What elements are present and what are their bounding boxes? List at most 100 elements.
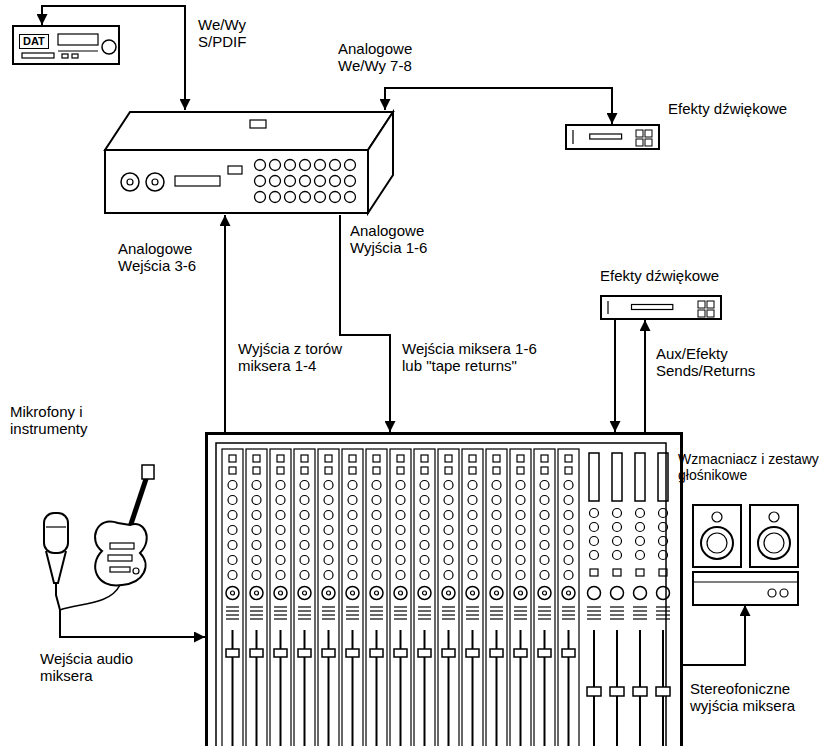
channel-button xyxy=(517,467,524,474)
scale-tick xyxy=(418,614,431,615)
channel-knob xyxy=(252,511,261,520)
strip-outline xyxy=(510,449,531,746)
channel-knob xyxy=(516,496,525,505)
scale-tick xyxy=(466,618,479,619)
channel-knob xyxy=(516,481,525,490)
pan-knob-center xyxy=(399,591,403,595)
fader-knob xyxy=(562,649,575,657)
channel-knob xyxy=(420,541,429,550)
strip-outline xyxy=(366,449,387,746)
channel-knob xyxy=(252,526,261,535)
channel-knob xyxy=(444,541,453,550)
channel-strip xyxy=(222,449,243,746)
jack-socket xyxy=(315,192,326,203)
scale-tick xyxy=(346,606,359,607)
scale-tick xyxy=(370,614,383,615)
mic-cable xyxy=(56,583,60,610)
fader-slot xyxy=(352,630,354,746)
pan-knob xyxy=(562,587,575,600)
fader-knob xyxy=(466,649,479,657)
channel-knob xyxy=(372,511,381,520)
master-knob xyxy=(613,509,622,518)
scale-tick xyxy=(633,618,647,619)
mic-grille xyxy=(46,526,66,527)
scale-tick xyxy=(562,618,575,619)
scale-tick xyxy=(490,614,503,615)
master-knob xyxy=(659,523,668,532)
channel-knob xyxy=(564,571,573,580)
scale-tick xyxy=(226,618,239,619)
channel-button xyxy=(325,467,332,474)
interface-front-face xyxy=(105,150,368,213)
channel-knob xyxy=(276,511,285,520)
master-knob xyxy=(636,523,645,532)
channel-knob xyxy=(420,526,429,535)
pan-knob-center xyxy=(471,591,475,595)
fader-slot xyxy=(304,630,306,746)
channel-knob xyxy=(372,526,381,535)
channel-strip xyxy=(510,449,531,746)
guitar-body xyxy=(95,521,147,585)
channel-knob xyxy=(492,541,501,550)
channel-knob xyxy=(564,511,573,520)
fader-knob xyxy=(587,687,601,696)
channel-knob xyxy=(444,526,453,535)
port-label: Analogowe Wejścia 3-6 xyxy=(118,240,218,275)
scale-tick xyxy=(418,610,431,611)
channel-button xyxy=(349,467,356,474)
control-knob xyxy=(102,40,116,54)
master-pan xyxy=(588,587,601,600)
channel-knob xyxy=(228,526,237,535)
channel-knob xyxy=(492,481,501,490)
signal-connector xyxy=(224,215,226,432)
channel-knob xyxy=(492,511,501,520)
fx-button xyxy=(698,301,705,308)
device-label: Wzmacniacz i zestawy głośnikowe xyxy=(678,451,823,483)
fader-slot xyxy=(424,630,426,746)
master-knob xyxy=(636,537,645,546)
scale-tick xyxy=(538,618,551,619)
channel-knob xyxy=(420,511,429,520)
channel-button xyxy=(229,455,236,462)
scale-tick xyxy=(418,618,431,619)
jack-socket xyxy=(300,192,311,203)
fader-knob xyxy=(538,649,551,657)
channel-knob xyxy=(540,541,549,550)
scale-tick xyxy=(490,610,503,611)
channel-knob xyxy=(252,496,261,505)
channel-strip xyxy=(366,449,387,746)
master-knob xyxy=(613,523,622,532)
fader-knob xyxy=(394,649,407,657)
pan-knob-center xyxy=(279,591,283,595)
scale-tick xyxy=(514,610,527,611)
connection-label-holder: Wejścia audio miksera xyxy=(40,650,160,685)
guitar-neck xyxy=(130,473,148,527)
channel-knob xyxy=(396,541,405,550)
pan-knob-center xyxy=(327,591,331,595)
card-slot xyxy=(175,176,220,186)
channel-knob xyxy=(564,526,573,535)
channel-button xyxy=(421,455,428,462)
channel-strip xyxy=(534,449,555,746)
master-knob xyxy=(590,537,599,546)
scale-tick xyxy=(250,618,263,619)
scale-tick xyxy=(346,614,359,615)
connection-label-holder: Stereofoniczne wyjścia miksera xyxy=(690,680,822,715)
strip-outline xyxy=(534,449,555,746)
channel-knob xyxy=(420,481,429,490)
display-slot xyxy=(632,305,673,310)
channel-knob xyxy=(300,526,309,535)
channel-knob xyxy=(348,481,357,490)
scale-tick xyxy=(394,610,407,611)
channel-knob xyxy=(420,496,429,505)
scale-tick xyxy=(538,614,551,615)
scale-tick xyxy=(490,618,503,619)
button xyxy=(72,54,78,58)
channel-knob xyxy=(492,571,501,580)
scale-tick xyxy=(538,606,551,607)
channel-knob xyxy=(348,571,357,580)
device-label: Efekty dźwiękowe xyxy=(600,267,760,284)
signal-connector xyxy=(683,605,745,665)
scale-tick xyxy=(656,606,670,607)
channel-knob xyxy=(324,481,333,490)
